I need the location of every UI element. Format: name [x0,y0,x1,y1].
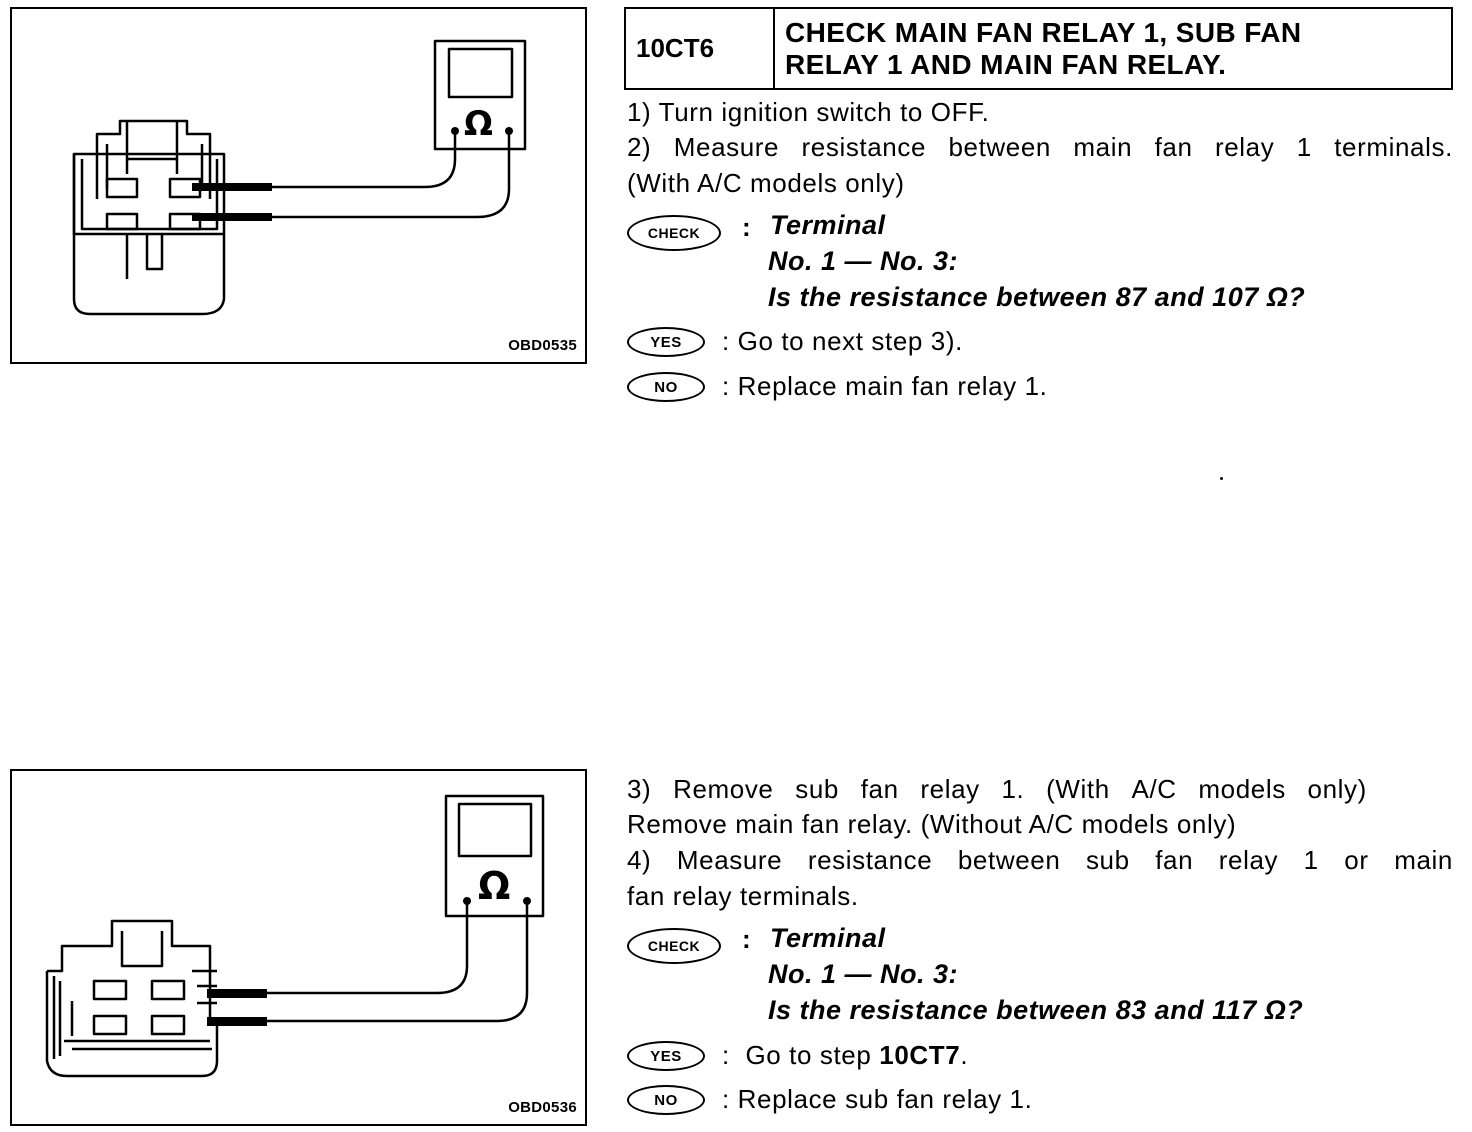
word: models [1198,774,1286,804]
word: main [1073,132,1133,162]
word: 3) [627,774,652,804]
figure-code-1: OBD0535 [508,337,577,354]
check-terminal-2: Terminal [770,923,886,953]
step-header: 10CT6 CHECK MAIN FAN RELAY 1, SUB FAN RE… [624,7,1453,90]
word: Measure [676,845,783,875]
word: A/C [1131,774,1177,804]
word: Measure [673,132,780,162]
check-terminals-2: No. 1 — No. 3: [768,959,959,989]
no-badge-2: NO [627,1085,705,1115]
yes-badge-1: YES [627,327,705,357]
word: between [957,845,1061,875]
word: resistance [807,845,933,875]
instruction-step-3: 3) Remove sub fan relay 1. (With A/C mod… [627,774,1367,804]
word: fan [1155,845,1194,875]
word: 1 [1303,845,1319,875]
yes-answer-2: : Go to step 10CT7. [722,1040,968,1071]
word: (With [1046,774,1110,804]
word: Remove [673,774,774,804]
yes-answer-2-suffix: . [960,1040,969,1070]
instruction-step-4: 4) Measure resistance between sub fan re… [627,845,1453,875]
word: only) [1307,774,1367,804]
instruction-note: (With A/C models only) [627,168,905,198]
figure-code-2: OBD0536 [508,1099,577,1116]
word: between [948,132,1051,162]
step-title-line1: CHECK MAIN FAN RELAY 1, SUB FAN [785,17,1302,48]
instruction-step-1: 1) Turn ignition switch to OFF. [627,97,990,127]
relay-multimeter-diagram-2: Ω [45,794,545,1078]
ohm-symbol-1: Ω [464,104,493,144]
word: or [1344,845,1369,875]
step-title-line2: RELAY 1 AND MAIN FAN RELAY. [785,49,1227,80]
instruction-step-3-alt: Remove main fan relay. (Without A/C mode… [627,809,1237,839]
relay-multimeter-diagram-1: Ω [72,39,527,316]
check-terminals-1: No. 1 — No. 3: [768,246,959,276]
word: main [1394,845,1453,875]
word: 1. [1001,774,1025,804]
word: sub [1085,845,1130,875]
no-answer-1: : Replace main fan relay 1. [722,371,1048,401]
check-terminal-1: Terminal [770,210,886,240]
word: 1 [1296,132,1312,162]
stray-dot [1220,477,1223,480]
word: fan [860,774,899,804]
check-badge-2: CHECK [627,928,721,964]
figure-relay-test-2: Ω OBD0536 [10,769,587,1126]
no-badge-1: NO [627,372,705,402]
figure-relay-test-1: Ω OBD0535 [10,7,587,364]
word: resistance [801,132,927,162]
check-question-1: Is the resistance between 87 and 107 Ω? [768,282,1306,312]
check-question-2: Is the resistance between 83 and 117 Ω? [768,995,1304,1025]
instruction-step-4-cont: fan relay terminals. [627,881,859,911]
word: relay [1218,845,1279,875]
word: sub [795,774,839,804]
check-colon-2: : [742,924,751,954]
instruction-step-2: 2) Measure resistance between main fan r… [627,132,1453,162]
word: 4) [627,845,652,875]
step-code: 10CT6 [626,9,775,88]
check-badge-1: CHECK [627,215,721,251]
word: terminals. [1334,132,1453,162]
step-title: CHECK MAIN FAN RELAY 1, SUB FAN RELAY 1 … [775,9,1451,88]
yes-answer-2-prefix: : Go to step [722,1040,880,1070]
check-colon-1: : [742,212,751,242]
yes-answer-1: : Go to next step 3). [722,326,963,356]
word: relay [1214,132,1275,162]
step-ref-link: 10CT7 [879,1040,961,1070]
yes-badge-2: YES [627,1041,705,1071]
no-answer-2: : Replace sub fan relay 1. [722,1084,1033,1114]
word: fan [1154,132,1193,162]
word: 2) [627,132,652,162]
ohm-symbol-2: Ω [478,864,510,908]
word: relay [920,774,980,804]
